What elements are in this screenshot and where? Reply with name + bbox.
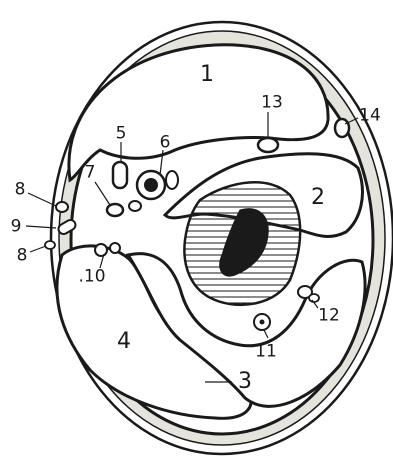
structure-12b [309,294,319,302]
structure-6-inner [144,178,158,192]
label-4: 4 [117,331,131,353]
structure-7b [129,201,141,211]
label-14: 14 [359,108,381,125]
label-8-lower: 8 [17,248,28,265]
structure-10b [110,243,120,253]
structure-6b [166,171,178,189]
label-10: .10 [78,269,105,286]
structure-13 [258,138,278,152]
label-8-upper: 8 [15,182,26,199]
structure-8-upper [56,202,68,212]
label-6: 6 [160,135,171,152]
leader-8b [30,246,46,252]
structure-8-lower [45,241,55,249]
label-13: 13 [261,95,283,112]
structure-7 [107,204,123,216]
leader-8a [28,193,56,206]
label-5: 5 [116,126,127,143]
structure-10a [95,244,107,256]
label-1: 1 [200,64,214,86]
structure-14 [335,119,349,137]
label-9: 9 [11,219,22,236]
structure-11-center [260,320,265,325]
label-7: 7 [85,165,96,182]
label-12: 12 [318,308,340,325]
label-11: 11 [255,344,277,361]
label-2: 2 [311,187,325,209]
label-3: 3 [238,371,252,393]
structure-5 [113,162,127,188]
